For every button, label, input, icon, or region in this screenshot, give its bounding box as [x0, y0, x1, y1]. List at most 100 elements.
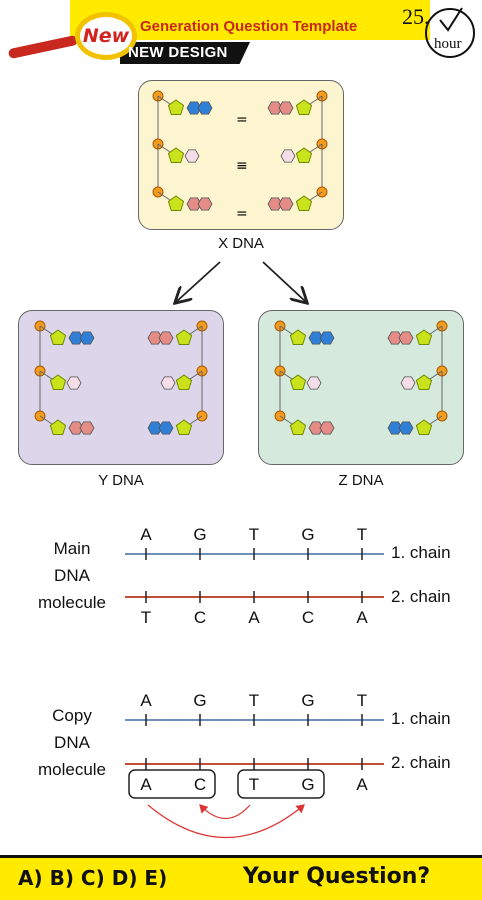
base-icon	[79, 331, 95, 345]
base-icon	[280, 149, 296, 163]
footer-stripe	[0, 855, 482, 858]
copy-box-left	[128, 769, 216, 799]
bond-symbol: =	[236, 112, 248, 128]
sugar-icon	[289, 419, 307, 435]
base-icon	[158, 331, 174, 345]
base-letter: G	[301, 525, 315, 544]
sugar-icon	[49, 329, 67, 345]
header-black-band	[120, 42, 250, 64]
base-letter: T	[140, 608, 152, 627]
main-chain2-label: 2. chain	[391, 587, 451, 606]
copy-molecule-label: Copy DNA molecule	[27, 702, 117, 783]
arrow-to-z	[262, 261, 306, 302]
sugar-icon	[175, 419, 193, 435]
sugar-icon	[167, 195, 185, 211]
bond-symbol: =	[236, 206, 248, 222]
base-letter: T	[248, 691, 260, 710]
base-letter: C	[193, 608, 207, 627]
page-subtitle: NEW DESIGN	[128, 44, 228, 61]
base-letter: G	[193, 525, 207, 544]
answer-options: A) B) C) D) E)	[18, 866, 168, 890]
clock-check-icon	[439, 7, 463, 32]
base-letter: T	[248, 525, 260, 544]
label-line: molecule	[37, 760, 107, 779]
base-letter: G	[193, 691, 207, 710]
base-icon	[186, 197, 202, 211]
base-letter: C	[301, 608, 315, 627]
base-icon	[267, 101, 283, 115]
sugar-icon	[175, 374, 193, 390]
sugar-icon	[167, 147, 185, 163]
swap-arrow-inner	[199, 804, 251, 819]
copy-chain2-label: 2. chain	[391, 753, 451, 772]
label-line: Main	[53, 539, 91, 558]
base-icon	[147, 421, 163, 435]
base-icon	[387, 421, 403, 435]
question-placeholder: Your Question?	[243, 864, 431, 889]
swap-arrow-outer	[147, 804, 305, 839]
sugar-icon	[49, 374, 67, 390]
base-icon	[319, 331, 335, 345]
sugar-icon	[289, 374, 307, 390]
label-line: Copy	[52, 706, 92, 725]
base-icon	[398, 331, 414, 345]
clock-unit: hour	[434, 36, 462, 52]
panel-label-y: Y DNA	[98, 472, 144, 489]
new-badge-text: New	[82, 25, 130, 47]
sugar-icon	[167, 99, 185, 115]
base-letter: A	[140, 775, 152, 794]
base-letter: A	[140, 691, 152, 710]
main-molecule-label: Main DNA molecule	[27, 535, 117, 616]
label-line: molecule	[37, 593, 107, 612]
base-icon	[278, 197, 294, 211]
sugar-icon	[415, 329, 433, 345]
base-icon	[308, 421, 324, 435]
base-letter: T	[356, 691, 368, 710]
base-icon	[267, 197, 283, 211]
base-letter: G	[301, 775, 315, 794]
arrow-to-y	[176, 261, 221, 302]
new-badge: New	[75, 12, 137, 60]
base-icon	[278, 101, 294, 115]
sugar-icon	[289, 329, 307, 345]
clock-number: 25.	[402, 4, 430, 29]
clock-icon	[425, 8, 475, 58]
base-icon	[308, 331, 324, 345]
label-line: DNA	[54, 733, 90, 752]
sugar-icon	[295, 195, 313, 211]
sugar-icon	[415, 419, 433, 435]
sugar-icon	[295, 99, 313, 115]
base-letter: T	[356, 525, 368, 544]
base-letter: A	[356, 608, 368, 627]
base-letter: A	[140, 525, 152, 544]
sugar-icon	[49, 419, 67, 435]
panel-label-z: Z DNA	[338, 472, 384, 489]
label-line: DNA	[54, 566, 90, 585]
base-icon	[79, 421, 95, 435]
base-icon	[306, 376, 322, 390]
base-letter: C	[193, 775, 207, 794]
base-letter: A	[248, 608, 260, 627]
base-letter: A	[356, 775, 368, 794]
base-letter: G	[301, 691, 315, 710]
sugar-icon	[415, 374, 433, 390]
base-icon	[158, 421, 174, 435]
sugar-icon	[175, 329, 193, 345]
base-icon	[147, 331, 163, 345]
page-title: Generation Question Template	[140, 18, 358, 35]
base-icon	[319, 421, 335, 435]
base-icon	[197, 197, 213, 211]
footer-banner	[0, 855, 482, 900]
panel-label-x: X DNA	[218, 235, 264, 252]
base-icon	[184, 149, 200, 163]
base-icon	[387, 331, 403, 345]
base-letter: T	[248, 775, 260, 794]
base-icon	[160, 376, 176, 390]
base-icon	[186, 101, 202, 115]
base-icon	[400, 376, 416, 390]
base-icon	[398, 421, 414, 435]
bond-symbol: ≡	[236, 158, 248, 174]
base-icon	[66, 376, 82, 390]
